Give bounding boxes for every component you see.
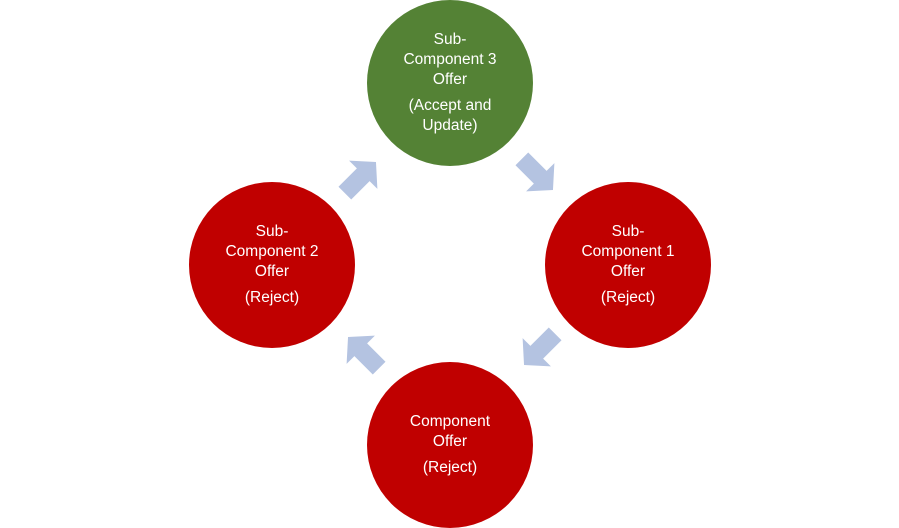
node-sub-component-1-offer: Sub- Component 1 Offer (Reject) xyxy=(545,182,711,348)
arrow-left-to-top xyxy=(338,160,378,200)
node-title: Component Offer xyxy=(409,413,491,450)
node-status: (Reject) xyxy=(244,289,300,306)
node-component-offer: Component Offer (Reject) xyxy=(367,362,533,528)
node-status: (Reject) xyxy=(600,289,656,306)
node-title: Sub- Component 2 Offer xyxy=(225,223,319,280)
node-sub-component-3-offer: Sub- Component 3 Offer (Accept and Updat… xyxy=(367,0,533,166)
node-title: Sub- Component 1 Offer xyxy=(581,223,675,280)
arrow-top-to-right xyxy=(515,152,555,192)
node-sub-component-2-offer: Sub- Component 2 Offer (Reject) xyxy=(189,182,355,348)
arrow-bottom-to-left xyxy=(346,335,386,375)
node-status: (Accept and Update) xyxy=(408,97,492,134)
node-status: (Reject) xyxy=(422,459,478,476)
node-title: Sub- Component 3 Offer xyxy=(403,31,497,88)
arrow-right-to-bottom xyxy=(522,327,562,367)
